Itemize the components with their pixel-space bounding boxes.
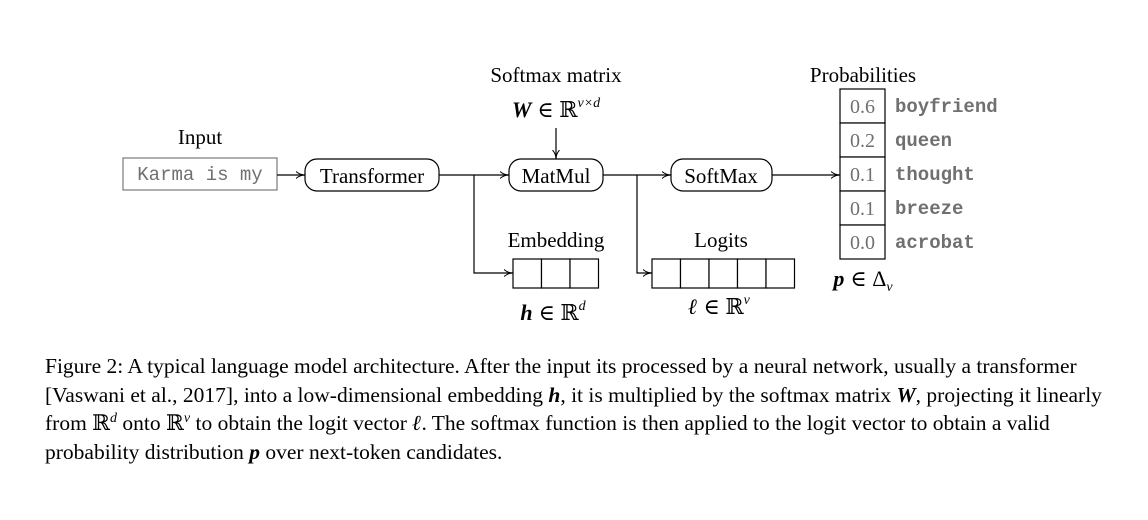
caption-text-6: . The softmax function is then applied t…: [45, 411, 1050, 464]
prob-cell: [839, 224, 886, 260]
embedding-cell: [569, 258, 600, 289]
embedding-label: Embedding: [508, 228, 605, 252]
logits-symbol: ℓ: [688, 294, 697, 319]
prob-formula: p∈ Δv: [831, 266, 893, 295]
logits-label: Logits: [694, 228, 748, 252]
logits-formula: ℓ ∈ ℝv: [688, 293, 750, 319]
embedding-cell: [540, 258, 571, 289]
input-text: Karma is my: [137, 164, 262, 186]
probability-stack: 0.6 boyfriend 0.2 queen 0.1 thought 0.1 breeze 0…: [839, 88, 998, 260]
probabilities-label: Probabilities: [810, 63, 916, 87]
caption-text-5: to obtain the logit vector: [190, 411, 413, 435]
embedding-set: ∈ ℝ: [539, 300, 580, 325]
prob-symbol: p: [831, 266, 844, 291]
prob-value: 0.1: [850, 164, 875, 186]
logits-dim: v: [744, 293, 751, 308]
softmax-matrix-label: Softmax matrix: [490, 63, 622, 87]
arrow-to-logits: [636, 175, 652, 273]
architecture-diagram: Input Karma is my Transformer Softmax ma…: [122, 63, 998, 325]
caption-reals-1: ℝ: [92, 411, 111, 435]
input-box: [122, 157, 278, 191]
embedding-formula: h ∈ ℝd: [520, 299, 586, 325]
input-label: Input: [178, 125, 222, 149]
token-word: breeze: [895, 198, 963, 220]
logits-cell: [651, 258, 682, 289]
prob-set: ∈ Δ: [850, 266, 886, 291]
caption-symbol-W: W: [896, 382, 916, 407]
prob-value: 0.1: [850, 198, 875, 220]
caption-text-7: over next-token candidates.: [260, 439, 503, 464]
arrow-to-embedding: [473, 175, 513, 273]
caption-text-1: Figure 2: A typical language model archi…: [45, 354, 1077, 407]
prob-value: 0.2: [850, 130, 875, 152]
logits-cell: [736, 258, 767, 289]
prob-cell: [839, 156, 886, 192]
softmax-matrix-set: ∈ ℝ: [537, 97, 578, 122]
logits-cell: [765, 258, 796, 289]
embedding-symbol: h: [520, 300, 532, 325]
caption-text-4: onto: [117, 411, 167, 435]
caption-text-2: , it is multiplied by the softmax matrix: [560, 382, 897, 407]
prob-cell: [839, 88, 886, 124]
matmul-label: MatMul: [522, 164, 591, 188]
figure-caption: Figure 2: A typical language model archi…: [45, 352, 1105, 466]
token-word: acrobat: [895, 232, 975, 254]
token-word: queen: [895, 130, 952, 152]
transformer-label: Transformer: [320, 164, 424, 188]
caption-reals-2: ℝ: [166, 411, 184, 435]
caption-symbol-l: ℓ: [412, 411, 422, 435]
embedding-dim: d: [579, 299, 587, 314]
softmax-label: SoftMax: [684, 164, 758, 188]
caption-sup-v: v: [183, 410, 191, 426]
prob-sub: v: [886, 280, 893, 295]
embedding-vector: [512, 258, 600, 289]
token-word: boyfriend: [895, 96, 998, 118]
caption-symbol-p: p: [249, 439, 260, 464]
softmax-matrix-dims: v×d: [577, 96, 601, 111]
softmax-matrix-formula: W∈ ℝv×d: [512, 96, 601, 122]
logits-set: ∈ ℝ: [704, 294, 745, 319]
caption-sup-d: d: [110, 410, 118, 426]
logits-cell: [708, 258, 739, 289]
caption-symbol-h: h: [548, 382, 561, 407]
prob-cell: [839, 190, 886, 226]
caption-text-3: , projecting it linearly from: [45, 382, 1102, 436]
logits-vector: [651, 258, 796, 289]
token-word: thought: [895, 164, 975, 186]
embedding-cell: [512, 258, 543, 289]
prob-value: 0.0: [850, 232, 875, 254]
prob-value: 0.6: [850, 96, 875, 118]
softmax-matrix-symbol: W: [512, 97, 533, 122]
prob-cell: [839, 122, 886, 158]
logits-cell: [679, 258, 710, 289]
